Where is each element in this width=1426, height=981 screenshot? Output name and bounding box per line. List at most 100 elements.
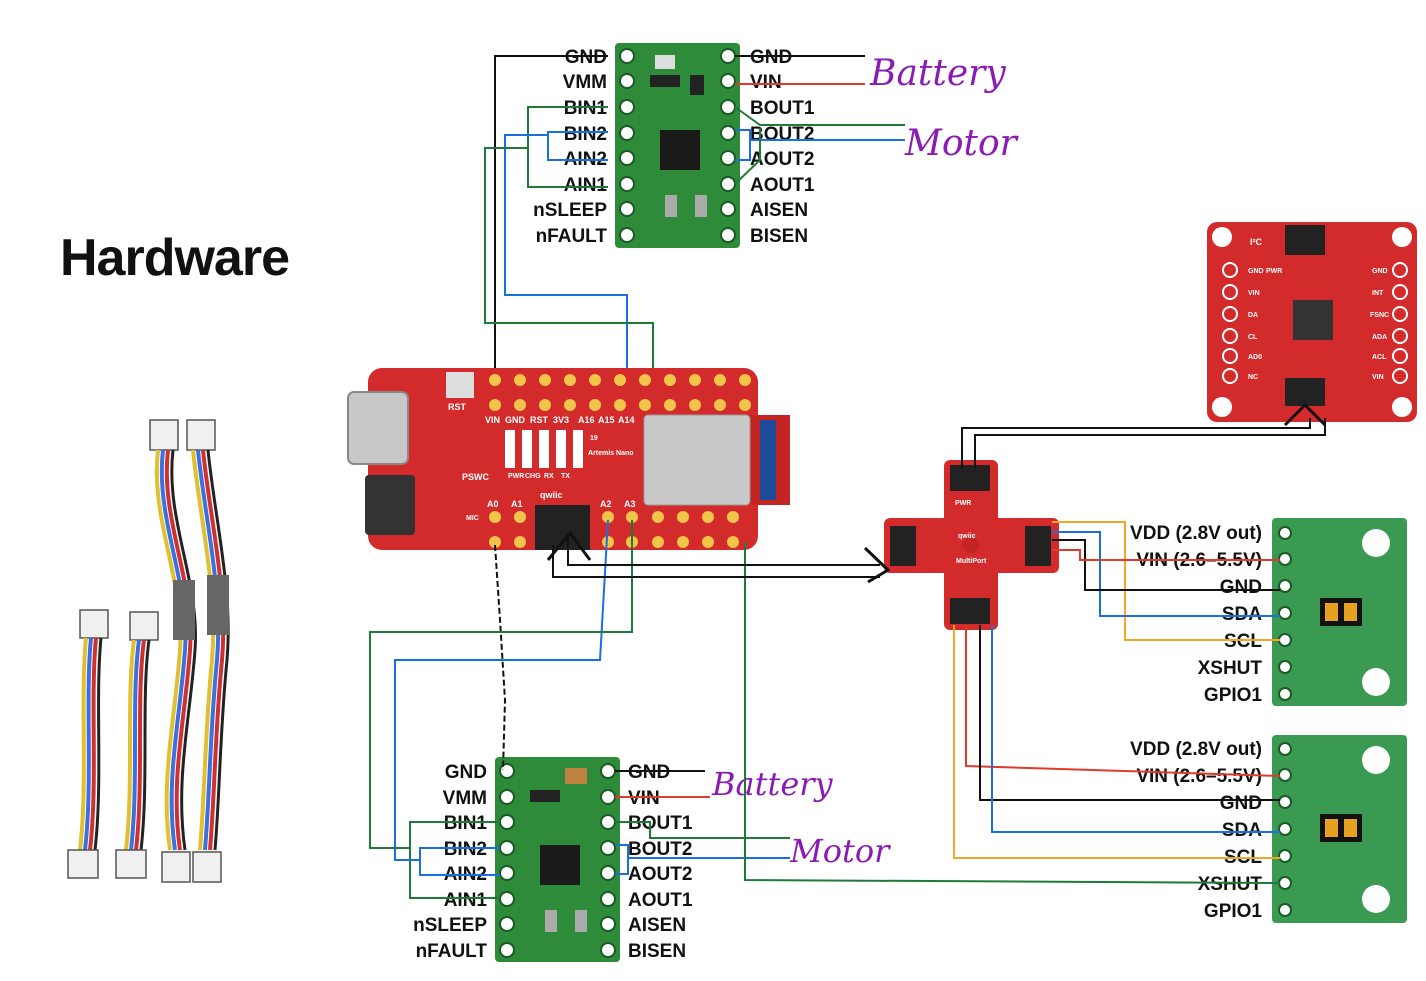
pin-label: GND [445,762,487,783]
battery-note-bottom: Battery [711,765,834,803]
tof-sensor-top [1272,518,1407,706]
imu-pin-label: DA [1248,312,1258,319]
pin-label: BOUT1 [750,98,815,119]
motor-driver-bottom-right-labels: GND VIN BOUT1 BOUT2 AOUT2 AOUT1 AISEN BI… [628,762,693,962]
page-title: Hardware [60,229,290,287]
motor-driver-top-left-labels: GND VMM BIN1 BIN2 AIN2 AIN1 nSLEEP nFAUL… [533,47,607,247]
pin-label: GND [750,47,792,68]
motor-note-top: Motor [904,123,1019,164]
pin-label: BISEN [628,941,686,962]
pin-label: GND [565,47,607,68]
pin-label: nFAULT [536,226,608,247]
pin-label: VIN (2.6–5.5V) [1136,766,1262,787]
qwiic-multiport: PWR qwiic MultiPort [884,460,1059,630]
pin-label: BOUT1 [628,813,693,834]
led-label: RX [544,473,554,480]
motor-note-bottom: Motor [789,832,891,870]
artemis-nano-board: RST VIN GND RST 3V3 A16 A15 A14 PWR CHG … [347,368,790,550]
pin-label: AISEN [628,915,686,936]
pin-label: AIN1 [564,175,608,196]
pin-label: SCL [1224,631,1262,652]
pin-label: VDD (2.8V out) [1130,739,1262,760]
pin-label: GND [1220,577,1262,598]
board-top-label: 3V3 [553,415,569,425]
imu-pin-label: VIN [1248,290,1260,297]
pin-label: XSHUT [1198,658,1263,679]
multiport-name-label: MultiPort [956,558,987,565]
pin-label: AOUT2 [628,864,692,885]
mic-label: MIC [466,515,479,522]
imu-board: GND VIN DA CL AD0 NC GND INT FSNC ADA AC… [1207,222,1417,422]
imu-pin-label: INT [1372,290,1384,297]
motor-driver-bottom-left-labels: GND VMM BIN1 BIN2 AIN2 AIN1 nSLEEP nFAUL… [413,762,487,962]
pin-label: AOUT1 [750,175,815,196]
board-top-label: RST [530,415,549,425]
board-top-label: A16 [578,415,595,425]
imu-pin-label: GND [1372,268,1388,275]
led-label: PWR [508,473,524,480]
imu-pin-label: FSNC [1370,312,1389,319]
led-label: CHG [525,473,541,480]
qwiic-cables-illustration [67,419,230,883]
pin-label: VMM [563,72,607,93]
pin-label: BIN2 [444,839,487,860]
pin-label: BISEN [750,226,808,247]
motor-driver-top [615,43,740,248]
pin-label: BIN2 [564,124,607,145]
pin-label: BIN1 [444,813,488,834]
multiport-pwr-label: PWR [955,500,971,507]
pin-label: VMM [443,788,487,809]
imu-pin-label: ACL [1372,354,1387,361]
board-bottom-label: A0 [487,499,499,509]
pin-label: nSLEEP [413,915,487,936]
qwiic-label: qwiic [540,490,563,500]
pswc-label: PSWC [462,472,490,482]
rst-button-label: RST [448,402,467,412]
board-top-label: VIN [485,415,500,425]
pin-label: VIN [628,788,660,809]
board-top-label: A15 [598,415,615,425]
pin-label: SDA [1222,820,1262,841]
pin-label: BIN1 [564,98,608,119]
wiring [369,402,1327,899]
imu-pin-label: NC [1248,374,1258,381]
multiport-qwiic-label: qwiic [958,533,976,540]
pin-label: VIN [750,72,782,93]
pin-label: BOUT2 [628,839,692,860]
board-bottom-label: A2 [600,499,612,509]
imu-pin-label: AD0 [1248,354,1262,361]
imu-pin-label: GND [1248,268,1264,275]
imu-pin-label: ADA [1372,334,1387,341]
board-bottom-label: A3 [624,499,636,509]
pin-label: AOUT1 [628,890,693,911]
pin-label: GPIO1 [1204,685,1263,706]
tof-sensor-bottom [1272,735,1407,923]
tof-sensor-top-labels: VDD (2.8V out) VIN (2.6–5.5V) GND SDA SC… [1130,523,1262,706]
imu-pwr-label: PWR [1266,268,1282,275]
tof-sensor-bottom-labels: VDD (2.8V out) VIN (2.6–5.5V) GND SDA SC… [1130,739,1262,922]
pin-label: AISEN [750,200,808,221]
board-bottom-label: A1 [511,499,523,509]
imu-pin-label: VIN [1372,374,1384,381]
top-driver-wires [484,55,905,405]
motor-driver-bottom [495,757,620,962]
pin-label: AOUT2 [750,149,814,170]
pin-label: GND [628,762,670,783]
board-top-label: GND [505,415,526,425]
board-name: Artemis Nano [588,450,634,457]
pin-label: AIN1 [444,890,488,911]
imu-pin-label: CL [1248,334,1258,341]
battery-note-top: Battery [869,53,1006,94]
pin-label: GND [1220,793,1262,814]
imu-i2c-label: I²C [1250,237,1262,247]
pin-label: nSLEEP [533,200,607,221]
board-top-label: A14 [618,415,635,425]
pin-label: XSHUT [1198,874,1263,895]
pin-label: VDD (2.8V out) [1130,523,1262,544]
board-pin-label: 19 [590,435,598,442]
pin-label: nFAULT [416,941,488,962]
led-label: TX [561,473,570,480]
pin-label: SDA [1222,604,1262,625]
